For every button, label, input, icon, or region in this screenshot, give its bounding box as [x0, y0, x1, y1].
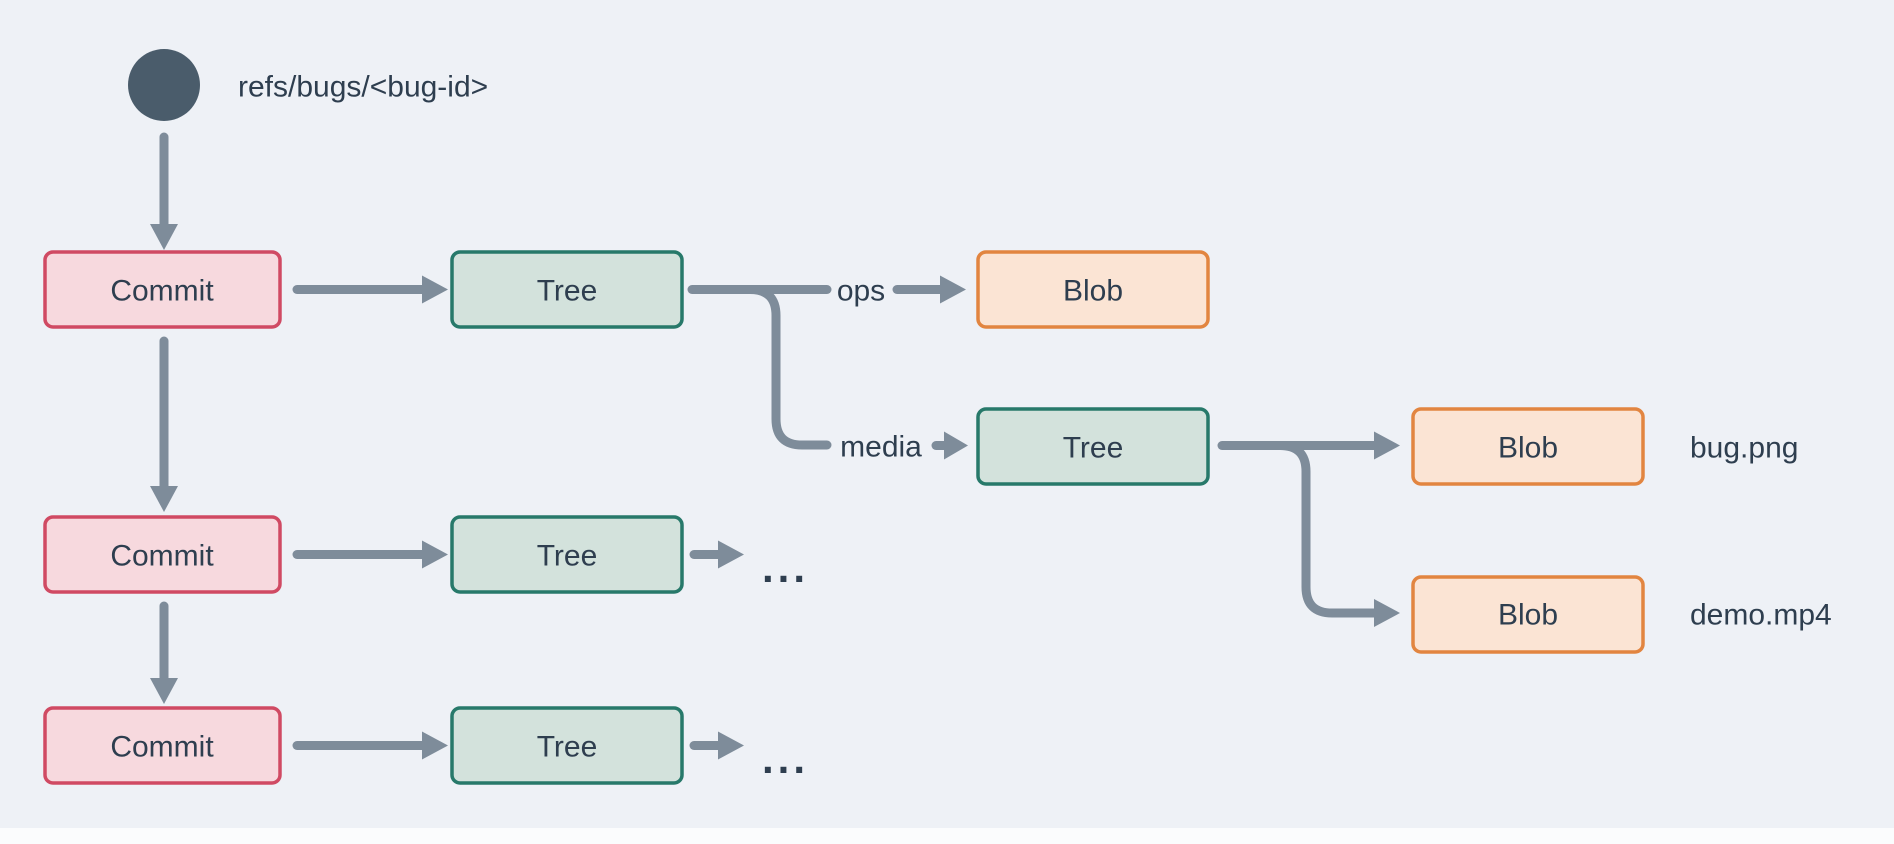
filename-label-demo: demo.mp4 — [1690, 599, 1832, 632]
commit-label: Commit — [110, 540, 214, 573]
edge-commit2-to-tree2 — [292, 540, 448, 569]
commit-box — [43, 706, 282, 785]
blob-box — [1411, 407, 1645, 486]
arrowhead-down-icon — [150, 224, 178, 250]
tree-box — [450, 706, 684, 785]
tree-label: Tree — [537, 540, 598, 573]
edge-commit1-to-commit2 — [150, 336, 178, 512]
edge-tree1-branch-to-media — [745, 285, 832, 450]
arrowhead-right-icon — [422, 731, 448, 760]
tree-box — [450, 515, 684, 594]
tree-label: Tree — [1063, 432, 1124, 465]
commit-label: Commit — [110, 731, 214, 764]
arrowhead-right-icon — [1374, 431, 1400, 460]
arrowhead-right-icon — [940, 275, 966, 304]
edge-line — [745, 285, 832, 450]
tree-label: Tree — [537, 731, 598, 764]
edge-commit1-to-tree1 — [292, 275, 448, 304]
tree-node-media: Tree — [976, 407, 1210, 486]
blob-label: Blob — [1498, 599, 1558, 632]
commit-node-1: Commit — [43, 250, 282, 329]
arrowhead-right-icon — [944, 431, 968, 460]
blob-node-demo: Blob — [1411, 575, 1645, 654]
tree-node-3: Tree — [450, 706, 684, 785]
arrowhead-right-icon — [718, 540, 744, 569]
ops-edge-label: ops — [837, 275, 885, 308]
tree-node-1: Tree — [450, 250, 684, 329]
edge-media-to-tree — [931, 431, 968, 460]
commit-label: Commit — [110, 275, 214, 308]
tree-box — [976, 407, 1210, 486]
blob-label: Blob — [1063, 275, 1123, 308]
arrowhead-right-icon — [422, 540, 448, 569]
tree-node-2: Tree — [450, 515, 684, 594]
ref-label: refs/bugs/<bug-id> — [238, 71, 488, 104]
edge-mediatree-to-bugblob — [1217, 431, 1400, 460]
commit-box — [43, 515, 282, 594]
edge-tree3-to-more — [689, 731, 744, 760]
ellipsis-row2: ... — [762, 544, 809, 591]
blob-box — [976, 250, 1210, 329]
blob-label: Blob — [1498, 432, 1558, 465]
arrowhead-right-icon — [422, 275, 448, 304]
edge-commit2-to-commit3 — [150, 601, 178, 704]
arrowhead-right-icon — [718, 731, 744, 760]
arrowhead-right-icon — [1374, 599, 1400, 627]
blob-node-ops: Blob — [976, 250, 1210, 329]
commit-box — [43, 250, 282, 329]
commit-node-2: Commit — [43, 515, 282, 594]
edge-ops-to-blob — [892, 275, 966, 304]
edge-commit3-to-tree3 — [292, 731, 448, 760]
arrowhead-down-icon — [150, 678, 178, 704]
tree-label: Tree — [537, 275, 598, 308]
arrowhead-down-icon — [150, 486, 178, 512]
media-edge-label: media — [840, 431, 922, 464]
edge-ref-to-commit1 — [150, 132, 178, 250]
edge-tree2-to-more — [689, 540, 744, 569]
tree-box — [450, 250, 684, 329]
filename-label-bug: bug.png — [1690, 432, 1798, 465]
blob-node-bug: Blob — [1411, 407, 1645, 486]
ref-dot — [128, 49, 200, 121]
commit-node-3: Commit — [43, 706, 282, 785]
ellipsis-row3: ... — [762, 735, 809, 782]
blob-box — [1411, 575, 1645, 654]
edge-mediatree-branch-to-demoblob — [1275, 441, 1400, 627]
bottom-strip — [0, 828, 1894, 844]
edge-line — [1275, 441, 1379, 618]
